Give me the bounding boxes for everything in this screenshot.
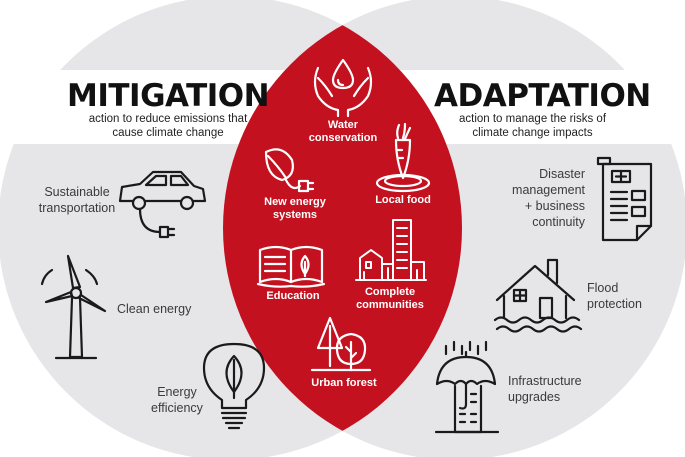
label-line: conservation	[308, 132, 378, 144]
adaptation-title: ADAPTATION	[434, 78, 651, 114]
city-buildings-icon	[355, 219, 427, 281]
label-energy-efficiency: Energy efficiency	[148, 384, 206, 416]
label-line: Sustainable	[44, 185, 110, 199]
label-line: Energy	[157, 385, 197, 399]
document-plan-icon	[596, 156, 653, 242]
flooded-house-icon	[493, 258, 583, 333]
label-line: + business	[524, 199, 585, 213]
label-line: Education	[266, 290, 320, 302]
adaptation-subtitle-line2: climate change impacts	[472, 127, 593, 139]
label-line: New energy	[264, 196, 326, 208]
label-line: Complete	[364, 286, 416, 298]
mitigation-title: MITIGATION	[67, 78, 270, 114]
label-education: Education	[258, 290, 328, 303]
label-sustainable-transportation: Sustainable transportation	[32, 184, 122, 216]
adaptation-subtitle: action to manage the risks of climate ch…	[445, 112, 620, 140]
light-bulb-icon	[202, 342, 266, 430]
label-line: Local food	[375, 194, 431, 206]
label-line: Urban forest	[311, 377, 377, 389]
label-line: communities	[356, 299, 424, 311]
label-line: Water	[327, 119, 359, 131]
adaptation-subtitle-line1: action to manage the risks of	[458, 113, 607, 125]
mitigation-subtitle: action to reduce emissions that cause cl…	[83, 112, 253, 140]
label-line: management	[512, 183, 585, 197]
label-flood-protection: Flood protection	[587, 280, 642, 312]
umbrella-building-icon	[434, 340, 500, 434]
label-line: systems	[272, 209, 318, 221]
trees-icon	[310, 316, 372, 372]
mitigation-subtitle-line2: cause climate change	[112, 127, 224, 139]
label-line: transportation	[38, 201, 116, 215]
label-line: Flood	[587, 281, 619, 295]
label-line: upgrades	[508, 390, 561, 404]
label-line: Clean energy	[117, 302, 192, 316]
label-line: efficiency	[151, 401, 203, 415]
label-line: continuity	[532, 215, 585, 229]
label-local-food: Local food	[368, 194, 438, 207]
label-line: protection	[587, 297, 642, 311]
label-water-conservation: Water conservation	[303, 119, 383, 145]
label-urban-forest: Urban forest	[304, 377, 384, 390]
label-complete-communities: Complete communities	[350, 286, 430, 312]
label-new-energy-systems: New energy systems	[255, 196, 335, 222]
label-disaster-management: Disaster management + business continuit…	[505, 166, 585, 230]
mitigation-subtitle-line1: action to reduce emissions that	[88, 113, 248, 125]
hands-water-drop-icon	[313, 58, 373, 118]
label-line: Disaster	[539, 167, 585, 181]
carrot-icon	[375, 122, 431, 193]
label-line: Infrastructure	[508, 374, 582, 388]
leaf-plug-icon	[264, 148, 315, 193]
label-infrastructure-upgrades: Infrastructure upgrades	[508, 373, 582, 405]
wind-turbine-icon	[40, 254, 107, 360]
car-icon	[118, 170, 207, 239]
open-book-icon	[256, 245, 326, 288]
label-clean-energy: Clean energy	[117, 301, 191, 317]
